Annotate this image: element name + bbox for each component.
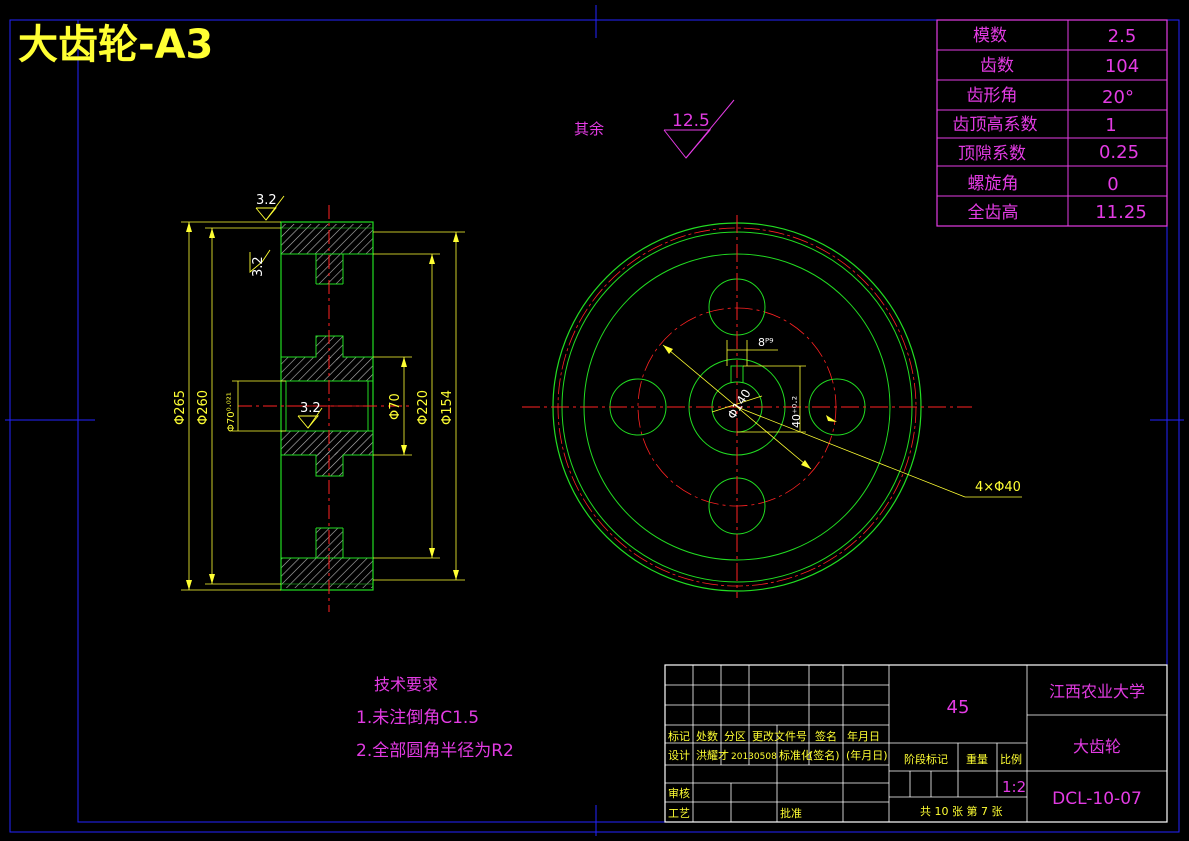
tb-part-name: 大齿轮 (1073, 737, 1121, 756)
tb-header-0: 标记 (668, 729, 690, 743)
param-value-1: 104 (1105, 56, 1139, 77)
param-value-0: 2.5 (1108, 26, 1137, 47)
dim-d265: Φ265 (173, 390, 188, 425)
tb-weight: 重量 (966, 752, 988, 766)
param-label-5: 螺旋角 (968, 174, 1019, 194)
tb-header-5: 年月日 (847, 729, 880, 743)
tech-heading: 技术要求 (374, 675, 438, 694)
tb-scale: 1:2 (1002, 778, 1026, 796)
dim-holes: 4×Φ40 (975, 480, 1021, 495)
param-label-4: 顶隙系数 (958, 144, 1026, 164)
tb-check: 审核 (668, 786, 690, 800)
param-value-4: 0.25 (1099, 142, 1139, 163)
outer-frame (9, 19, 1180, 833)
tb-design-4: (签名) (809, 748, 840, 762)
tb-stage: 阶段标记 (904, 752, 948, 766)
param-label-0: 模数 (973, 26, 1007, 46)
roughness-rest: 其余 12.5 (574, 99, 735, 159)
tb-header-4: 签名 (815, 729, 837, 743)
param-label-3: 齿顶高系数 (953, 115, 1038, 135)
param-label-6: 全齿高 (968, 203, 1019, 223)
dim-keyway: 8ᴾ⁹ (758, 336, 774, 349)
tb-school: 江西农业大学 (1049, 682, 1145, 701)
roughness-rest-value: 12.5 (672, 111, 710, 131)
tb-sheet-info: 共 10 张 第 7 张 (920, 804, 1002, 818)
tb-design-1: 洪耀才 (696, 748, 729, 762)
tech-item-2: 2.全部圆角半径为R2 (356, 741, 514, 761)
tb-approve: 批准 (780, 806, 802, 820)
dim-d260: Φ260 (196, 390, 211, 425)
param-label-2: 齿形角 (967, 86, 1018, 106)
tb-design-5: (年月日) (846, 748, 888, 762)
tb-material: 45 (947, 697, 970, 718)
tb-design-2: 20130508 (731, 752, 777, 762)
tech-requirements: 技术要求 1.未注倒角C1.5 2.全部圆角半径为R2 (356, 675, 514, 761)
tb-design-3: 标准化 (779, 748, 812, 762)
roughness-top: 3.2 (256, 193, 277, 208)
roughness-rest-label: 其余 (574, 120, 604, 138)
roughness-bore: 3.2 (300, 401, 321, 416)
tb-header-1: 处数 (696, 730, 718, 743)
dim-d154: Φ154 (440, 390, 455, 425)
param-value-3: 1 (1105, 115, 1116, 136)
param-value-6: 11.25 (1095, 202, 1147, 223)
tb-header-2: 分区 (724, 730, 746, 743)
title-block: 标记 处数 分区 更改文件号 签名 年月日 设计 洪耀才 20130508 标准… (664, 664, 1168, 823)
front-view: 8ᴾ⁹ Φ140 40⁺⁰·² 4×Φ40 (522, 215, 1022, 598)
dim-d70: Φ70 (388, 393, 403, 420)
page-title: 大齿轮-A3 (18, 22, 213, 68)
inner-frame (77, 19, 1168, 823)
tb-header-3: 更改文件号 (752, 729, 807, 743)
dim-hub: Φ140 (725, 387, 754, 422)
side-view: Φ265 Φ260 Φ220 Φ154 Φ70 Φ70⁰·⁰²¹ 3.2 3.2… (173, 193, 465, 612)
dim-keydepth: 40⁺⁰·² (790, 396, 803, 428)
dim-d70-tol: Φ70⁰·⁰²¹ (226, 392, 237, 432)
tech-item-1: 1.未注倒角C1.5 (356, 708, 479, 728)
tb-design-0: 设计 (668, 749, 690, 762)
gear-param-table: 模数 2.5 齿数 104 齿形角 20° 齿顶高系数 1 顶隙系数 0.25 … (936, 19, 1168, 227)
param-label-1: 齿数 (980, 56, 1014, 76)
tb-process: 工艺 (668, 807, 690, 820)
param-value-5: 0 (1107, 174, 1118, 195)
tb-scale-label: 比例 (1000, 752, 1022, 766)
tb-drawing-no: DCL-10-07 (1052, 789, 1142, 809)
dim-d220: Φ220 (416, 390, 431, 425)
roughness-side: 3.2 (251, 256, 266, 277)
param-value-2: 20° (1102, 87, 1134, 108)
